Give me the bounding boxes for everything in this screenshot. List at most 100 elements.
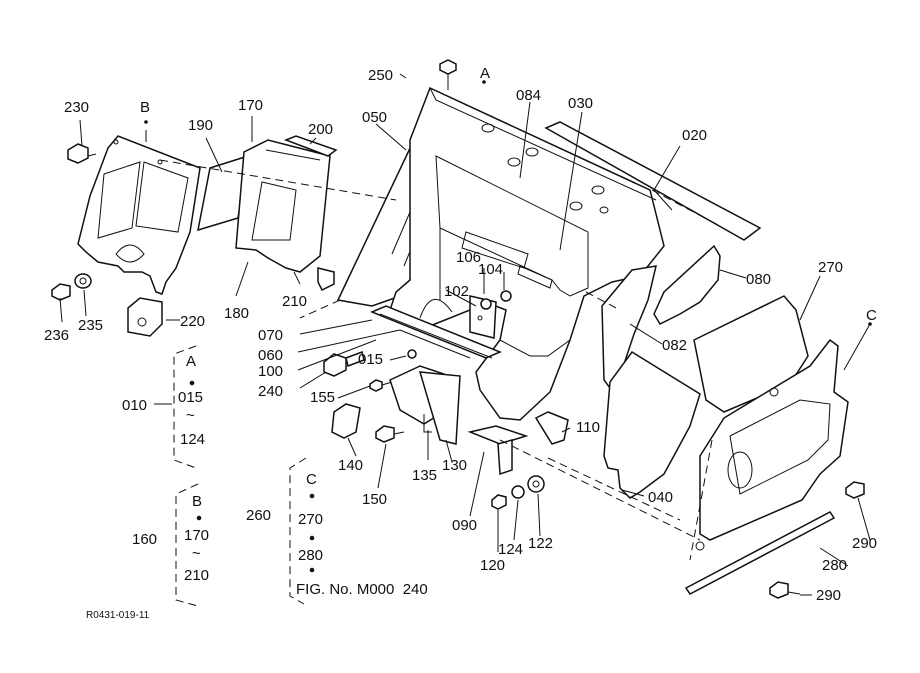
callout-050: 050 xyxy=(362,109,387,126)
part-070-rail xyxy=(370,305,502,359)
part-240-bolt-left xyxy=(323,351,365,377)
group-010-labels: 010 A 015 ~ 124 xyxy=(122,353,205,448)
group-010-to: 124 xyxy=(180,431,205,448)
group-260-fig-ref: FIG. No. M000 240 xyxy=(296,581,428,598)
callout-230: 230 xyxy=(64,99,89,116)
group-160-number: 160 xyxy=(132,531,157,548)
part-015-nut xyxy=(407,349,417,359)
part-020-strip xyxy=(544,121,762,241)
group-bracket-160 xyxy=(175,483,202,607)
callout-235: 235 xyxy=(78,317,103,334)
group-160-tilde: ~ xyxy=(192,545,201,562)
callout-180: 180 xyxy=(224,305,249,322)
part-280-rod xyxy=(684,511,836,595)
part-250-bolt xyxy=(439,59,457,90)
group-010-from-letter: A xyxy=(186,353,196,370)
group-160-labels: 160 B 170 ~ 210 xyxy=(132,493,209,584)
group-260-item-280: 280 xyxy=(298,547,323,564)
assembly-lines xyxy=(159,159,721,561)
callout-135: 135 xyxy=(412,467,437,484)
part-084-bracket xyxy=(517,265,553,289)
part-150-bolt xyxy=(375,425,405,443)
leader-lines xyxy=(59,73,871,595)
callout-200: 200 xyxy=(308,121,333,138)
callout-270: 270 xyxy=(818,259,843,276)
callout-040: 040 xyxy=(648,489,673,506)
group-160-to: 210 xyxy=(184,567,209,584)
part-290-bolt-bottom xyxy=(769,581,789,599)
part-side-cover-c xyxy=(695,338,849,551)
callout-020: 020 xyxy=(682,127,707,144)
callout-122: 122 xyxy=(528,535,553,552)
callout-155: 155 xyxy=(310,389,335,406)
callout-236: 236 xyxy=(44,327,69,344)
group-260-labels: 260 C 270 280 FIG. No. M000 240 xyxy=(246,471,428,598)
callout-100: 100 xyxy=(258,363,283,380)
callout-190: 190 xyxy=(188,117,213,134)
callout-c-top: C xyxy=(866,307,877,324)
part-200-strip xyxy=(283,135,338,157)
callout-labels: 230 B 190 170 200 250 A 084 030 050 020 … xyxy=(44,65,877,604)
part-080-seal xyxy=(653,244,721,325)
part-090-plate xyxy=(467,425,529,476)
group-bracket-260 xyxy=(289,457,315,605)
group-260-number: 260 xyxy=(246,507,271,524)
part-170-panel xyxy=(235,139,331,273)
callout-070: 070 xyxy=(258,327,283,344)
callout-170: 170 xyxy=(238,97,263,114)
part-rear-cover-b xyxy=(77,135,201,295)
callout-a-top: A xyxy=(480,65,490,82)
part-124-washer xyxy=(511,485,525,499)
callout-240: 240 xyxy=(258,383,283,400)
callout-210: 210 xyxy=(282,293,307,310)
callout-b-top: B xyxy=(140,99,150,116)
part-210-bracket xyxy=(317,267,335,292)
drawing-code: R0431-019-11 xyxy=(86,610,150,621)
callout-124: 124 xyxy=(498,541,523,558)
part-235-washer xyxy=(74,273,92,289)
group-010-tilde: ~ xyxy=(186,407,195,424)
part-120-bolt xyxy=(491,494,507,510)
group-260-item-270: 270 xyxy=(298,511,323,528)
callout-106: 106 xyxy=(456,249,481,266)
part-270-panel xyxy=(693,295,809,413)
callout-030: 030 xyxy=(568,95,593,112)
callout-150: 150 xyxy=(362,491,387,508)
callout-090: 090 xyxy=(452,517,477,534)
part-140-pad xyxy=(331,403,361,439)
callout-084: 084 xyxy=(516,87,541,104)
part-082-plate xyxy=(601,265,657,390)
callout-130: 130 xyxy=(442,457,467,474)
callout-080: 080 xyxy=(746,271,771,288)
callout-dots xyxy=(144,80,872,326)
part-220-block xyxy=(127,297,163,337)
part-290-bolt-right xyxy=(845,481,865,499)
group-160-from-letter: B xyxy=(192,493,202,510)
callout-250: 250 xyxy=(368,67,393,84)
part-122-washer xyxy=(527,475,545,493)
callout-110: 110 xyxy=(576,419,600,436)
callout-290-bottom: 290 xyxy=(816,587,841,604)
callout-290-right: 290 xyxy=(852,535,877,552)
part-130-135-lever xyxy=(389,365,461,445)
callout-082: 082 xyxy=(662,337,687,354)
part-102-104-106-hardware xyxy=(469,290,512,339)
part-110-clip xyxy=(534,411,569,445)
callout-120: 120 xyxy=(480,557,505,574)
callout-280: 280 xyxy=(822,557,847,574)
group-bracket-010 xyxy=(154,345,197,469)
part-040-cover xyxy=(603,350,701,499)
callout-102: 102 xyxy=(444,283,469,300)
group-160-from: 170 xyxy=(184,527,209,544)
group-010-number: 010 xyxy=(122,397,147,414)
callout-060: 060 xyxy=(258,347,283,364)
group-010-from: 015 xyxy=(178,389,203,406)
part-236-bolt xyxy=(51,283,71,301)
callout-015: 015 xyxy=(358,351,383,368)
callout-140: 140 xyxy=(338,457,363,474)
group-260-from-letter: C xyxy=(306,471,317,488)
callout-220: 220 xyxy=(180,313,205,330)
callout-104: 104 xyxy=(478,261,503,278)
